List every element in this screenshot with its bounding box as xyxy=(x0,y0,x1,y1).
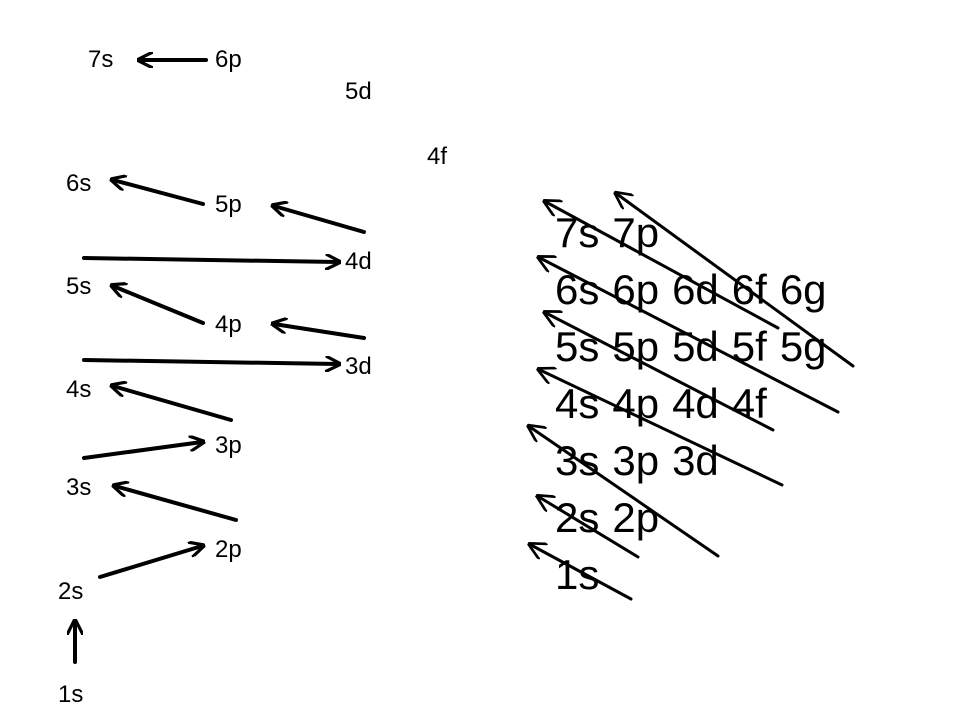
orbital-label-4p: 4p xyxy=(215,311,242,338)
orbital-label-3s: 3s xyxy=(66,474,92,501)
orbital-label-6s: 6s xyxy=(66,170,92,197)
arrow-4p-5s xyxy=(113,286,205,325)
diagonal-arrow-8 xyxy=(617,194,855,368)
orbital-cell: 4p xyxy=(612,380,660,427)
diagonal-arrow-7 xyxy=(546,202,780,330)
orbital-cell: 2p xyxy=(612,494,660,541)
orbital-label-3p: 3p xyxy=(215,432,242,459)
diagonal-arrow-6 xyxy=(540,258,840,414)
orbital-cell: 5g xyxy=(779,323,827,370)
diagonal-arrow-5 xyxy=(546,313,775,432)
orbital-label-6p: 6p xyxy=(215,46,242,73)
orbital-row-2: 2s 2p xyxy=(555,497,672,539)
orbital-cell: 5s xyxy=(555,323,600,370)
arrow-3d-4p xyxy=(274,324,366,340)
orbital-cell: 2s xyxy=(555,494,600,541)
arrow-5s-4d xyxy=(82,258,338,262)
arrow-3s-3p xyxy=(82,442,202,460)
diagonal-arrow-1 xyxy=(531,545,633,601)
orbital-label-5d: 5d xyxy=(345,78,372,105)
arrow-5p-6s xyxy=(113,180,205,206)
arrow-2s-2p xyxy=(98,546,202,579)
diagonal-arrow-4 xyxy=(540,370,784,487)
orbital-cell: 4s xyxy=(555,380,600,427)
orbital-label-2s: 2s xyxy=(58,578,84,605)
arrow-4d-5p xyxy=(274,206,366,234)
orbital-cell: 3p xyxy=(612,437,660,484)
orbital-label-2p: 2p xyxy=(215,536,242,563)
orbital-cell: 6g xyxy=(779,266,827,313)
orbital-cell: 3d xyxy=(672,437,719,484)
arrow-2p-3s xyxy=(115,486,238,522)
orbital-label-4f: 4f xyxy=(427,143,448,170)
orbital-cell: 6p xyxy=(612,266,660,313)
orbital-label-4s: 4s xyxy=(66,376,92,403)
orbital-label-4d: 4d xyxy=(345,248,372,275)
diagonal-arrow-2 xyxy=(539,497,640,559)
orbital-cell: 6s xyxy=(555,266,600,313)
arrow-4s-3d xyxy=(82,360,338,364)
diagonal-arrow-3 xyxy=(530,427,720,558)
orbital-label-7s: 7s xyxy=(88,46,114,73)
arrow-3p-4s xyxy=(113,386,233,422)
orbital-label-5p: 5p xyxy=(215,191,242,218)
orbital-label-3d: 3d xyxy=(345,353,372,380)
orbital-label-1s: 1s xyxy=(58,681,84,708)
orbital-label-5s: 5s xyxy=(66,273,92,300)
